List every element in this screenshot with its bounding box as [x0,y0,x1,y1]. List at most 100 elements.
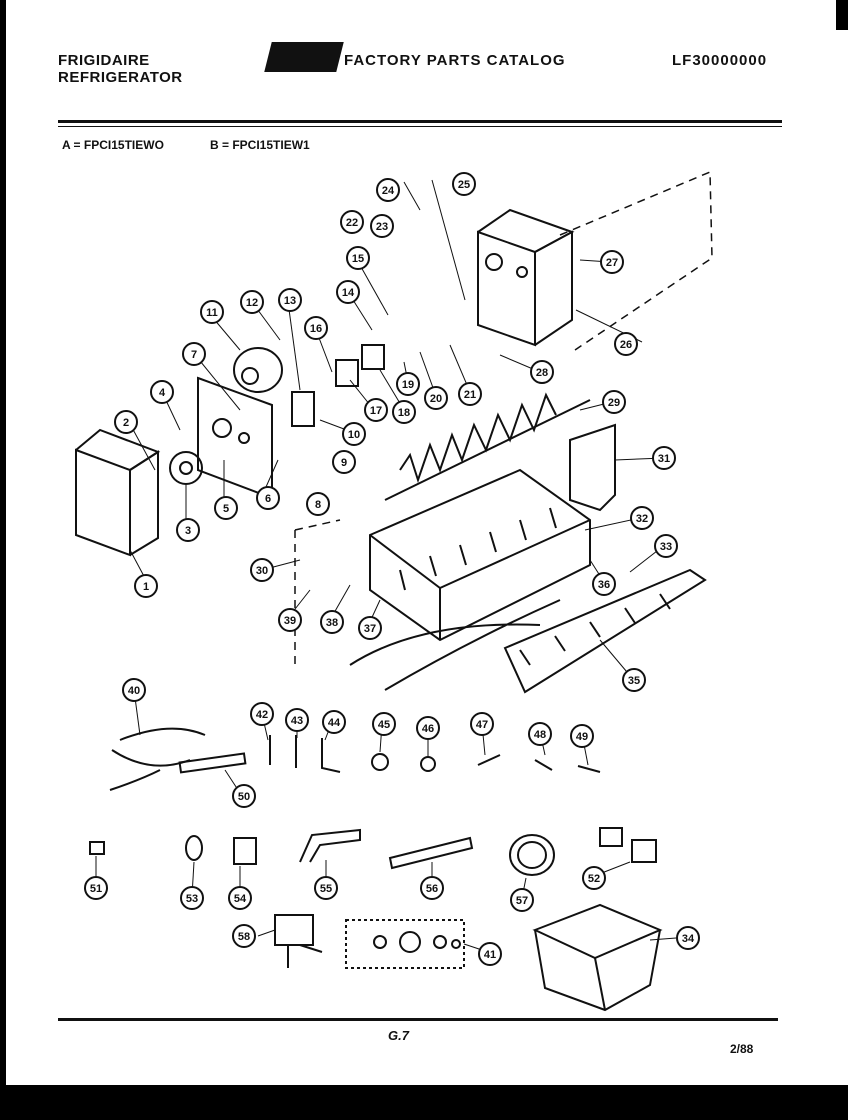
callout-circle [396,372,420,396]
callout-36: 36 [592,572,616,596]
callout-number: 10 [348,429,360,441]
callout-circle [176,518,200,542]
catalog-title: FACTORY PARTS CATALOG [344,52,566,69]
catalog-code: LF30000000 [672,52,768,69]
callout-number: 38 [326,617,338,629]
footer-rule [58,1018,778,1021]
callout-circle [676,926,700,950]
callout-circle [602,390,626,414]
footer-page-code: 2/88 [730,1042,754,1056]
callout-circle [342,422,366,446]
callout-circle [510,888,534,912]
callout-number: 54 [234,893,247,905]
callout-number: 15 [352,253,364,265]
callout-circle [346,246,370,270]
callout-55: 55 [314,876,338,900]
callout-40: 40 [122,678,146,702]
callout-circle [232,924,256,948]
callout-10: 10 [342,422,366,446]
callout-circle [278,288,302,312]
callout-34: 34 [676,926,700,950]
callout-6: 6 [256,486,280,510]
callout-26: 26 [614,332,638,356]
motor-part [233,347,283,393]
callout-27: 27 [600,250,624,274]
callout-circle [285,708,309,732]
callout-5: 5 [214,496,238,520]
callout-56: 56 [420,876,444,900]
callout-52: 52 [582,866,606,890]
callout-42: 42 [250,702,274,726]
callout-30: 30 [250,558,274,582]
callout-number: 34 [682,933,695,945]
callout-number: 39 [284,615,296,627]
callout-39: 39 [278,608,302,632]
callout-57: 57 [510,888,534,912]
callout-14: 14 [336,280,360,304]
callout-35: 35 [622,668,646,692]
callout-circle [200,300,224,324]
callout-21: 21 [458,382,482,406]
brand-block: FRIGIDAIRE REFRIGERATOR [58,52,183,86]
callout-circle [214,496,238,520]
tape-strip-part [178,752,247,774]
callout-circle [278,608,302,632]
callout-circle [228,886,252,910]
callout-circle [622,668,646,692]
callout-number: 48 [534,729,546,741]
callout-45: 45 [372,712,396,736]
callout-circle [458,382,482,406]
callout-number: 56 [426,883,438,895]
callout-circle [614,332,638,356]
callout-circle [478,942,502,966]
callout-19: 19 [396,372,420,396]
callout-18: 18 [392,400,416,424]
callout-number: 26 [620,339,632,351]
callout-circle [364,398,388,422]
callout-number: 36 [598,579,610,591]
callout-circle [306,492,330,516]
switch-block-part [291,344,385,427]
callout-16: 16 [304,316,328,340]
callout-circle [654,534,678,558]
assembly-outline-dashed [294,170,713,668]
callout-number: 53 [186,893,198,905]
callout-number: 49 [576,731,588,743]
scan-edge-left [0,0,6,1120]
callout-number: 22 [346,217,358,229]
callout-number: 32 [636,513,648,525]
callout-number: 6 [265,493,271,505]
callout-12: 12 [240,290,264,314]
callout-number: 24 [382,185,395,197]
callout-circle [424,386,448,410]
kit-panel-part [345,919,465,969]
callout-number: 14 [342,287,355,299]
callout-circle [150,380,174,404]
callout-circle [314,876,338,900]
footer-page-mark: G.7 [388,1028,409,1043]
callout-circle [320,610,344,634]
callout-number: 4 [159,387,166,399]
callout-number: 55 [320,883,332,895]
callout-44: 44 [322,710,346,734]
callout-number: 57 [516,895,528,907]
callout-circle [250,702,274,726]
callout-number: 20 [430,393,442,405]
callout-38: 38 [320,610,344,634]
callout-circle [122,678,146,702]
callout-circle [392,400,416,424]
callout-number: 41 [484,949,496,961]
callout-circle [528,722,552,746]
ice-mold-part [369,468,591,642]
callout-number: 51 [90,883,102,895]
callout-number: 28 [536,367,548,379]
gear-part [169,451,203,485]
brand-line-1: FRIGIDAIRE [58,52,150,69]
callout-48: 48 [528,722,552,746]
callout-11: 11 [200,300,224,324]
callout-number: 37 [364,623,376,635]
callout-circle [358,616,382,640]
callout-number: 3 [185,525,191,537]
callout-number: 33 [660,541,672,553]
